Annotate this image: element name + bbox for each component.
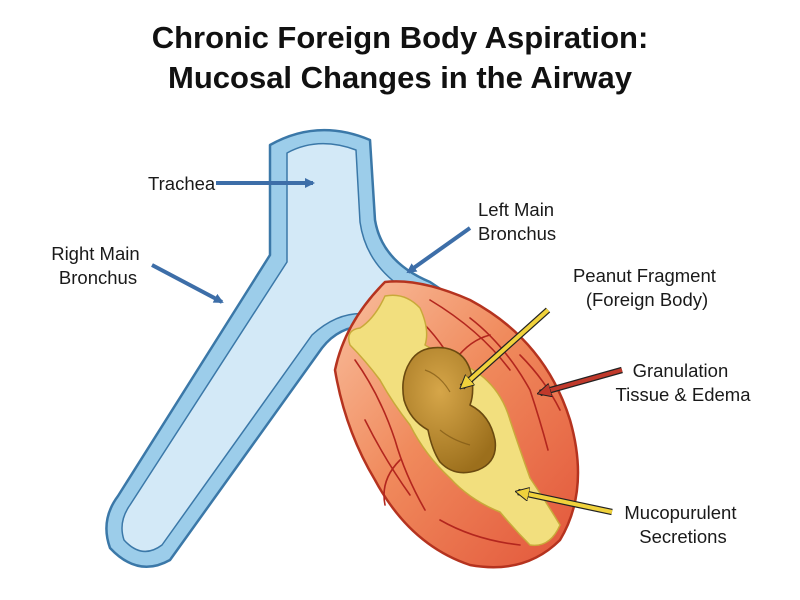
label-trachea: Trachea [148,173,216,194]
peanut-fragment [402,346,497,474]
arrow-peanut-fragment-fill [462,308,550,387]
arrow-secretions-fill [518,492,613,514]
peanut-texture [424,369,471,446]
arrow-granulation-tissue-fill [540,368,623,393]
label-peanut-fragment: Peanut Fragment (Foreign Body) [573,265,721,310]
label-right-main-bronchus: Right Main Bronchus [51,243,145,288]
label-granulation-tissue: Granulation Tissue & Edema [615,360,751,405]
arrow-right-main-bronchus [151,263,224,304]
label-mucopurulent-secretions: Mucopurulent Secretions [624,502,741,547]
label-left-main-bronchus-line-2: Bronchus [478,223,556,244]
label-mucopurulent-secretions-line-2: Secretions [639,526,726,547]
label-right-main-bronchus-line-1: Right Main [51,243,139,264]
label-mucopurulent-secretions-line-1: Mucopurulent [624,502,736,523]
label-left-main-bronchus: Left Main Bronchus [478,199,559,244]
label-granulation-tissue-line-1: Granulation [633,360,729,381]
label-left-main-bronchus-line-1: Left Main [478,199,554,220]
title-line-2: Mucosal Changes in the Airway [168,60,633,95]
label-peanut-fragment-line-1: Peanut Fragment [573,265,716,286]
title-line-1: Chronic Foreign Body Aspiration: [152,20,649,55]
arrow-left-main-bronchus [406,226,472,274]
label-granulation-tissue-line-2: Tissue & Edema [615,384,751,405]
label-right-main-bronchus-line-2: Bronchus [59,267,137,288]
label-peanut-fragment-line-2: (Foreign Body) [586,289,708,310]
